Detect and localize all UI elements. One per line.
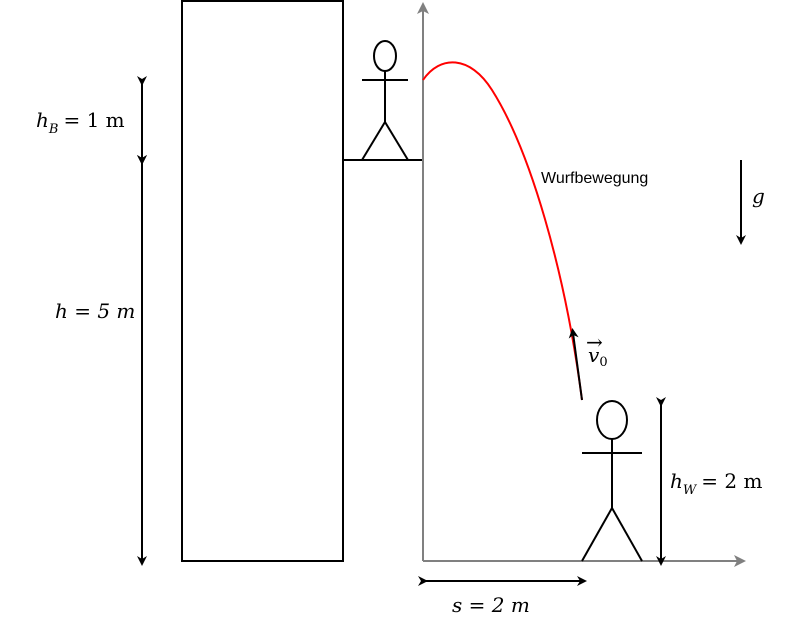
stick-figure-thrower — [361, 40, 409, 161]
trajectory — [422, 61, 583, 401]
wurfbewegung-label: Wurfbewegung — [541, 170, 648, 187]
s-label: s = 2 m — [452, 593, 530, 617]
hB-label: hB= 1 m — [36, 108, 125, 137]
hW-label: hW= 2 m — [670, 469, 762, 498]
g-label: g — [752, 184, 765, 208]
v0-vector-arrow: → — [586, 330, 603, 354]
v0-arrow — [568, 328, 583, 401]
h-label: h = 5 m — [55, 299, 135, 323]
stick-figure-catcher — [581, 400, 643, 562]
building — [181, 0, 344, 562]
v0-label: v0 — [588, 343, 608, 370]
